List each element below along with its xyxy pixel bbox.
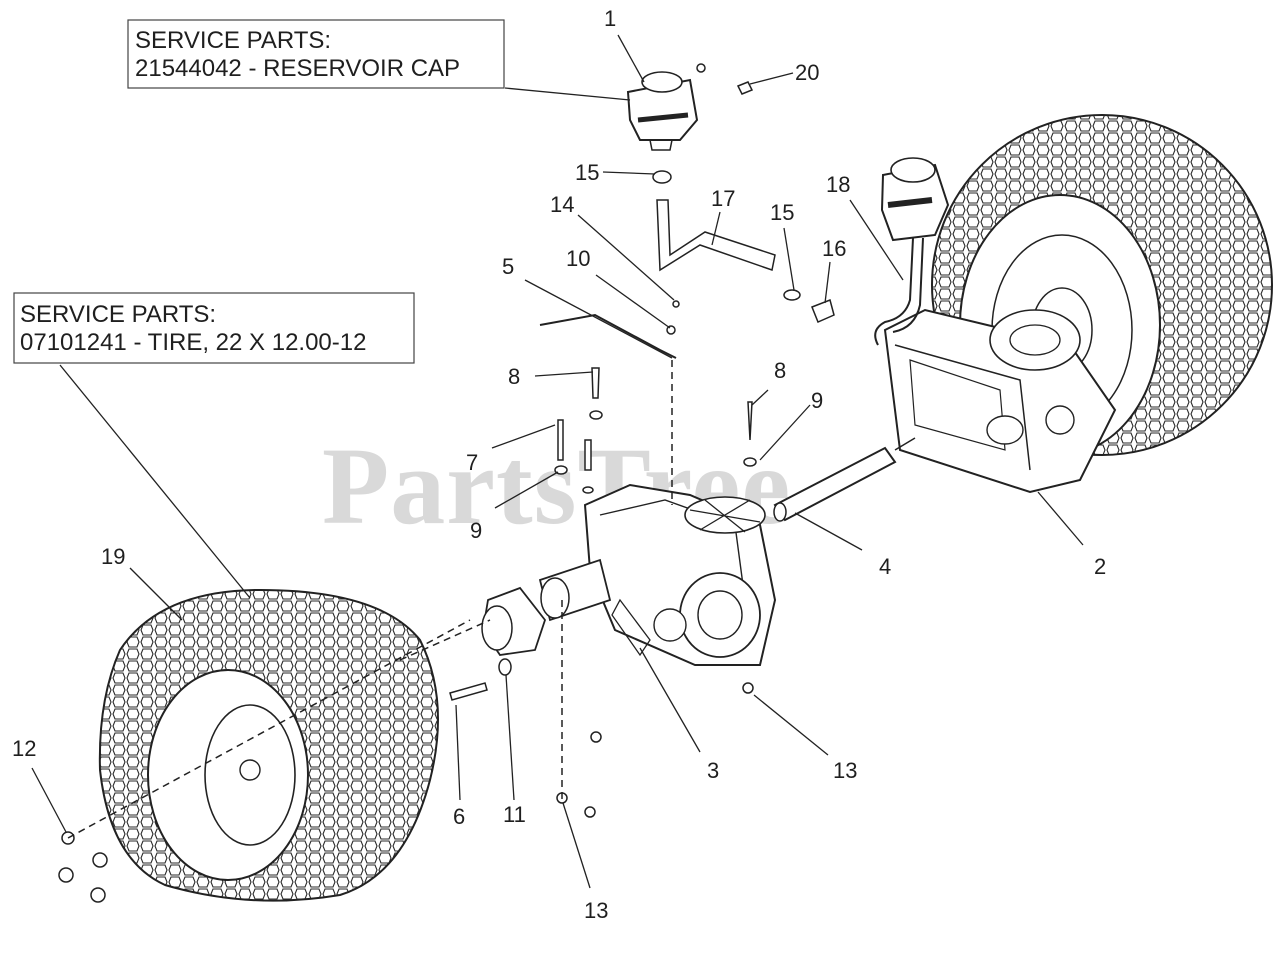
callout-13-bottom: 13 xyxy=(584,898,608,923)
callout-15-right: 15 xyxy=(770,200,794,225)
callout-10: 10 xyxy=(566,246,590,271)
left-transaxle xyxy=(481,483,777,666)
callout-5: 5 xyxy=(502,254,514,279)
callout-2: 2 xyxy=(1094,554,1106,579)
callout-9-left: 9 xyxy=(470,518,482,543)
callout-16: 16 xyxy=(822,236,846,261)
right-transaxle xyxy=(883,308,1117,494)
callout-11: 11 xyxy=(503,802,526,827)
right-reservoir xyxy=(874,157,950,346)
service-box-reservoir: SERVICE PARTS: 21544042 - RESERVOIR CAP xyxy=(127,19,505,89)
callout-14: 14 xyxy=(550,192,574,217)
callout-12: 12 xyxy=(12,736,36,761)
callout-20: 20 xyxy=(795,60,819,85)
callout-19: 19 xyxy=(101,544,125,569)
reservoir xyxy=(626,71,699,151)
callout-1: 1 xyxy=(604,6,616,31)
callout-17: 17 xyxy=(711,186,735,211)
service-box-tire: SERVICE PARTS: 07101241 - TIRE, 22 X 12.… xyxy=(13,292,415,364)
callout-numbers: 1 20 15 17 14 15 18 16 10 5 8 8 9 7 9 4 … xyxy=(12,6,1106,923)
callout-8-right: 8 xyxy=(774,358,786,383)
callout-8-left: 8 xyxy=(508,364,520,389)
service-box-reservoir-line2: 21544042 - RESERVOIR CAP xyxy=(135,55,460,82)
callout-9-right: 9 xyxy=(811,388,823,413)
assembly-lines xyxy=(67,360,673,839)
callout-18: 18 xyxy=(826,172,850,197)
callout-6: 6 xyxy=(453,804,465,829)
callout-3: 3 xyxy=(707,758,719,783)
callout-4: 4 xyxy=(879,554,891,579)
callout-13-right: 13 xyxy=(833,758,857,783)
left-tire xyxy=(98,588,439,902)
callout-7: 7 xyxy=(466,450,478,475)
axle-tube xyxy=(773,437,916,522)
service-box-reservoir-line1: SERVICE PARTS: xyxy=(135,27,331,54)
callout-15-top: 15 xyxy=(575,160,599,185)
service-box-tire-line2: 07101241 - TIRE, 22 X 12.00-12 xyxy=(20,329,366,356)
leader-lines xyxy=(31,34,1084,889)
service-box-tire-line1: SERVICE PARTS: xyxy=(20,301,216,328)
